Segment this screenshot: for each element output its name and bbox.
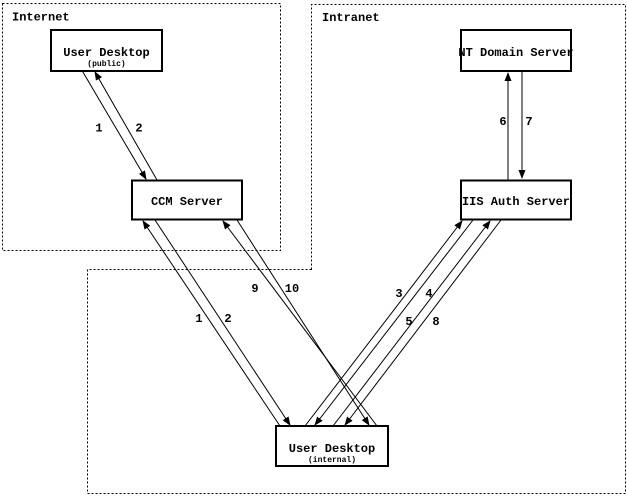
internet-zone-label: Internet [12, 11, 70, 25]
edge-8-iis-to-internal-desktop [344, 219, 502, 426]
iis-auth-server-box [460, 179, 572, 221]
edge-label-1-top: 1 [95, 122, 102, 136]
edge-label-7: 7 [525, 115, 532, 129]
iis-auth-server-label: IIS Auth Server [462, 195, 570, 209]
edge-label-9: 9 [251, 282, 258, 296]
edge-label-3: 3 [395, 287, 402, 301]
ccm-server-box [131, 179, 243, 221]
user-desktop-internal-label: User Desktop [289, 442, 375, 456]
edge-label-1-middle: 1 [195, 312, 202, 326]
edge-2-ccm-to-public-desktop [94, 71, 158, 181]
edge-3-internal-desktop-to-iis [304, 220, 463, 427]
edge-9-internal-desktop-to-ccm [222, 220, 378, 427]
edge-label-8: 8 [432, 315, 439, 329]
node-ccm-server: CCM Server [131, 179, 243, 221]
user-desktop-public-box [50, 29, 163, 72]
node-user-desktop-internal: User Desktop (internal) [275, 425, 389, 467]
edge-1-internal-desktop-to-ccm [142, 220, 281, 427]
edge-label-2-top: 2 [135, 122, 142, 136]
user-desktop-public-sublabel: (public) [87, 60, 125, 69]
edge-label-4: 4 [425, 287, 432, 301]
edge-2-ccm-to-internal-desktop [154, 219, 291, 426]
node-nt-domain-server: NT Domain Server [458, 29, 574, 72]
edge-label-10: 10 [285, 282, 299, 296]
internet-zone-border [2, 3, 281, 251]
nt-domain-server-label: NT Domain Server [458, 46, 573, 60]
edge-4-iis-to-internal-desktop [314, 219, 474, 426]
user-desktop-public-label: User Desktop [63, 46, 149, 60]
edge-10-ccm-to-internal-desktop [236, 219, 370, 426]
user-desktop-internal-sublabel: (internal) [308, 456, 356, 465]
node-user-desktop-public: User Desktop (public) [50, 29, 163, 72]
intranet-zone-border [87, 4, 626, 494]
node-iis-auth-server: IIS Auth Server [460, 179, 572, 221]
ccm-server-label: CCM Server [151, 195, 223, 209]
edge-label-2-middle: 2 [224, 312, 231, 326]
nt-domain-server-box [460, 29, 572, 72]
edge-label-6: 6 [499, 115, 506, 129]
edge-5-internal-desktop-to-iis [332, 220, 491, 427]
edge-1-public-desktop-to-ccm [81, 70, 147, 180]
edge-label-5: 5 [405, 315, 412, 329]
user-desktop-internal-box [275, 425, 389, 467]
intranet-zone-label: Intranet [322, 11, 380, 25]
